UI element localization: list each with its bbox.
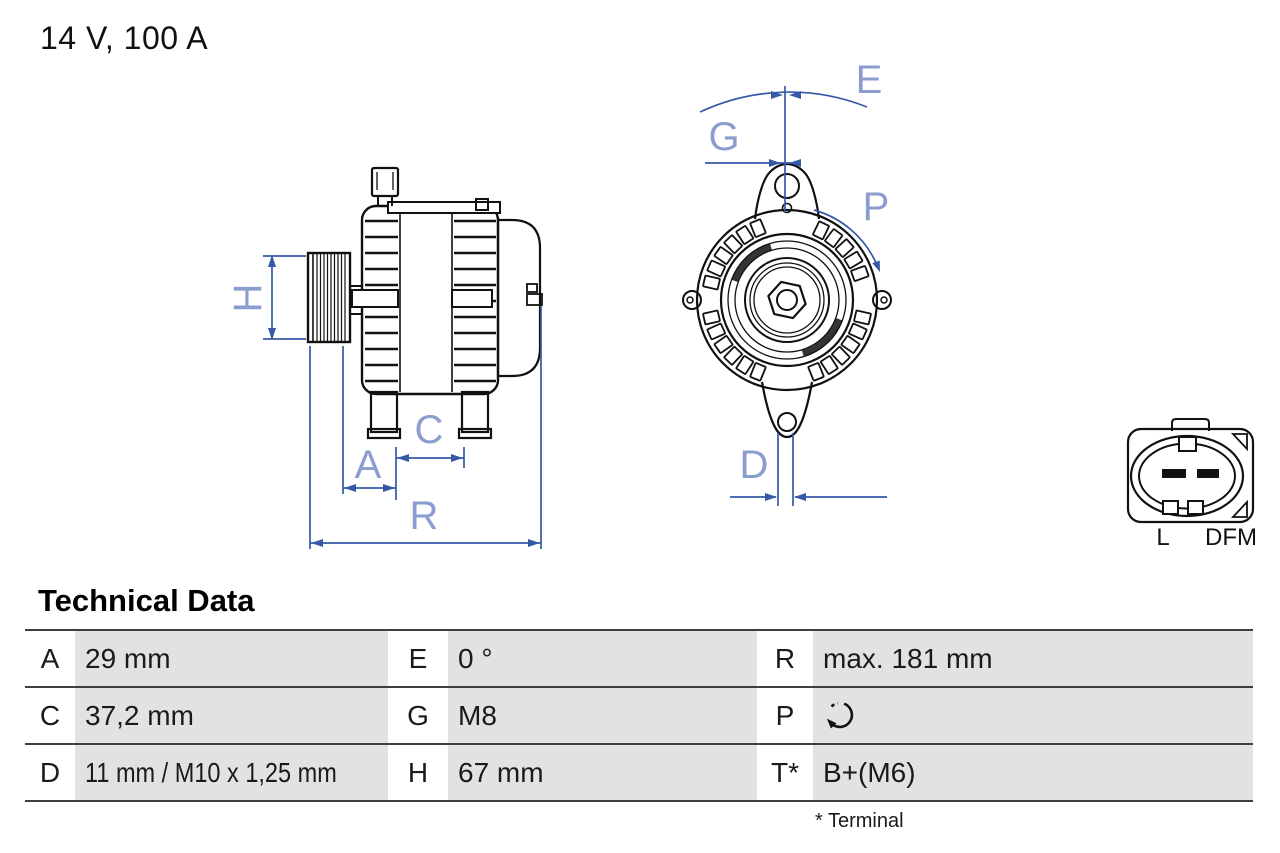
cooling-fins-rear (454, 219, 496, 383)
dimension-label-h: H (226, 284, 270, 313)
dimension-label-e: E (856, 58, 883, 102)
dim-value-p (813, 688, 1253, 743)
connector-pin-l (1162, 469, 1186, 478)
dim-value-c: 37,2 mm (75, 688, 388, 743)
connector-pin-label-dfm: DFM (1205, 524, 1257, 551)
top-mounting-lug (370, 166, 400, 206)
shaft-nut (767, 280, 807, 320)
terminal-footnote: * Terminal (815, 810, 904, 832)
table-row: D 11 mm / M10 x 1,25 mm H 67 mm T* B+(M6… (25, 745, 1253, 802)
table-row: A 29 mm E 0 ° R max. 181 mm (25, 631, 1253, 688)
dim-value-h: 67 mm (448, 745, 757, 800)
dim-key-p: P (757, 688, 813, 743)
connector-keyway-bottom-right (1187, 500, 1204, 515)
through-bolt-left (351, 289, 399, 308)
front-view-dimensions (699, 86, 887, 506)
housing-separators (399, 213, 453, 392)
dim-key-h: H (388, 745, 448, 800)
bottom-mounting-lugs (366, 390, 493, 440)
bottom-ear (760, 381, 814, 439)
connector-key-chamfers (1230, 433, 1248, 518)
rear-tab (475, 198, 489, 211)
dimension-label-r: R (410, 494, 439, 538)
dim-key-t: T* (757, 745, 813, 800)
dim-value-g: M8 (448, 688, 757, 743)
through-bolt-right (451, 289, 493, 308)
alternator-side-view (306, 166, 543, 440)
dim-value-d: 11 mm / M10 x 1,25 mm (75, 745, 388, 800)
terminal-stud (526, 283, 543, 306)
dim-key-e: E (388, 631, 448, 686)
technical-drawing: H A C R (226, 58, 1257, 551)
alternator-front-view (682, 162, 892, 439)
connector-pin-label-l: L (1156, 524, 1169, 551)
rotation-clockwise-icon (826, 701, 854, 728)
stator-band (387, 201, 501, 214)
side-ears (682, 290, 892, 310)
dim-value-d-text: 11 mm / M10 x 1,25 mm (85, 756, 337, 788)
dim-key-g: G (388, 688, 448, 743)
pulley (306, 251, 352, 344)
dim-value-a: 29 mm (75, 631, 388, 686)
section-title: Technical Data (38, 583, 255, 618)
connector-plug-view (1126, 418, 1255, 524)
dimension-label-p: P (863, 185, 890, 229)
cooling-fins-front (365, 219, 398, 383)
dim-value-t: B+(M6) (813, 745, 1253, 800)
rear-cover (496, 218, 542, 378)
connector-pin-dfm (1197, 469, 1219, 478)
dimension-label-a: A (355, 443, 382, 487)
connector-keyway-bottom-left (1162, 500, 1179, 515)
dim-value-r: max. 181 mm (813, 631, 1253, 686)
connector-keyway-top (1178, 436, 1197, 452)
voltage-amperage-rating: 14 V, 100 A (40, 20, 209, 56)
side-view-dimensions (263, 255, 542, 549)
fan-blades (727, 240, 847, 360)
dim-key-a: A (25, 631, 75, 686)
dimension-label-g: G (708, 115, 739, 159)
top-ear (753, 162, 821, 220)
table-row: C 37,2 mm G M8 P (25, 688, 1253, 745)
dim-key-c: C (25, 688, 75, 743)
technical-data-table: A 29 mm E 0 ° R max. 181 mm C 37,2 mm G … (25, 629, 1253, 802)
technical-data-section: Technical Data A 29 mm E 0 ° R max. 181 … (0, 583, 1280, 833)
connector-top-tab (1171, 418, 1210, 431)
dim-key-d: D (25, 745, 75, 800)
dimension-label-c: C (415, 408, 444, 452)
dim-value-e: 0 ° (448, 631, 757, 686)
dimension-label-d: D (740, 443, 769, 487)
dim-key-r: R (757, 631, 813, 686)
